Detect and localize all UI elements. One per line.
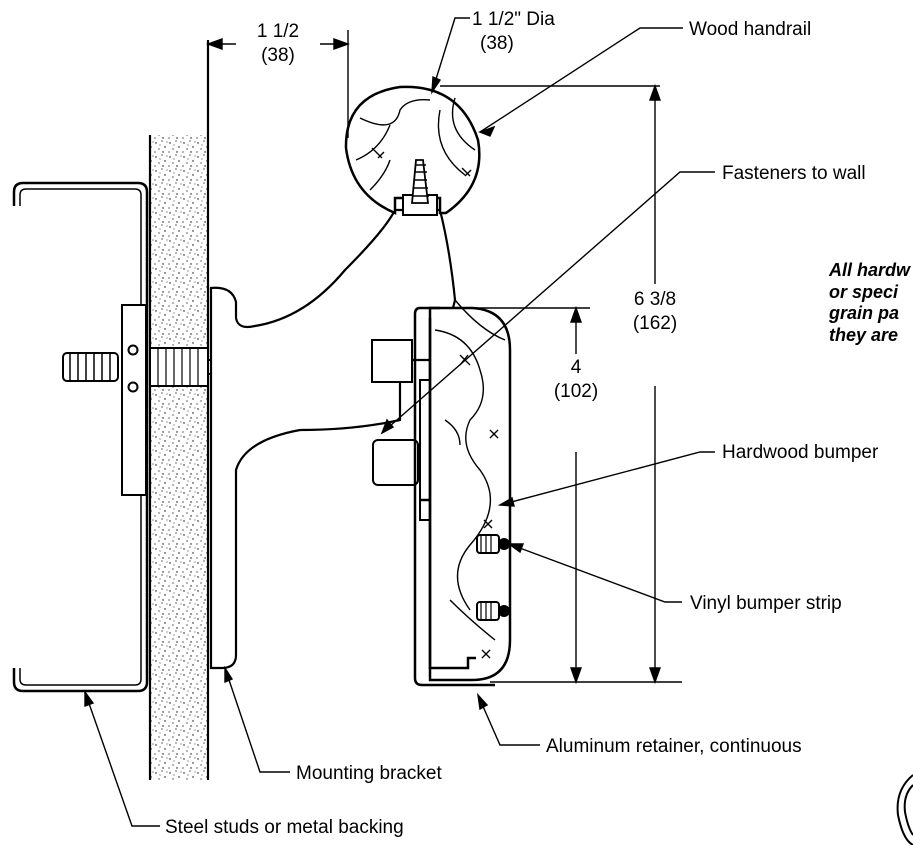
note-line-3: grain pa	[829, 303, 900, 324]
aluminum-retainer	[413, 306, 495, 687]
bumper-height-dimension: 4 (102)	[542, 356, 610, 404]
bumper-height-mm: (102)	[553, 380, 599, 402]
projection-dimension: 1 1/2 (38)	[248, 20, 308, 68]
logo-mark	[896, 774, 913, 845]
dimension-lines	[205, 17, 682, 685]
hardware-note: All hardw or speci grain pa they are	[829, 260, 910, 346]
bumper-height-inches: 4	[570, 357, 582, 378]
vinyl-bumper-strips	[476, 534, 510, 621]
diameter-mm: (38)	[480, 32, 514, 54]
label-wood-handrail: Wood handrail	[689, 19, 812, 40]
note-line-2: or speci	[829, 281, 899, 302]
label-studs: Steel studs or metal backing	[165, 817, 404, 838]
wood-handrail	[344, 85, 481, 216]
total-height-dimension: 6 3/8 (162)	[612, 288, 698, 336]
projection-mm: (38)	[261, 44, 295, 66]
note-line-4: they are	[829, 324, 899, 345]
label-retainer: Aluminum retainer, continuous	[546, 736, 802, 757]
mounting-bracket	[209, 208, 457, 670]
leader-lines	[84, 27, 715, 827]
hardwood-bumper	[428, 299, 512, 682]
note-line-1: All hardw	[829, 260, 911, 280]
projection-inches: 1 1/2	[256, 21, 300, 42]
backing-plate	[121, 304, 147, 496]
label-vinyl-strip: Vinyl bumper strip	[690, 593, 842, 614]
total-height-inches: 6 3/8	[633, 289, 677, 310]
total-height-mm: (162)	[632, 312, 678, 334]
wall-substrate	[148, 40, 210, 780]
label-fasteners: Fasteners to wall	[722, 163, 866, 184]
diameter-dimension: 1 1/2" Dia (38)	[472, 8, 555, 56]
label-hardwood-bumper: Hardwood bumper	[722, 442, 879, 463]
label-bracket: Mounting bracket	[296, 763, 442, 784]
diameter-inches: 1 1/2" Dia	[472, 9, 555, 30]
